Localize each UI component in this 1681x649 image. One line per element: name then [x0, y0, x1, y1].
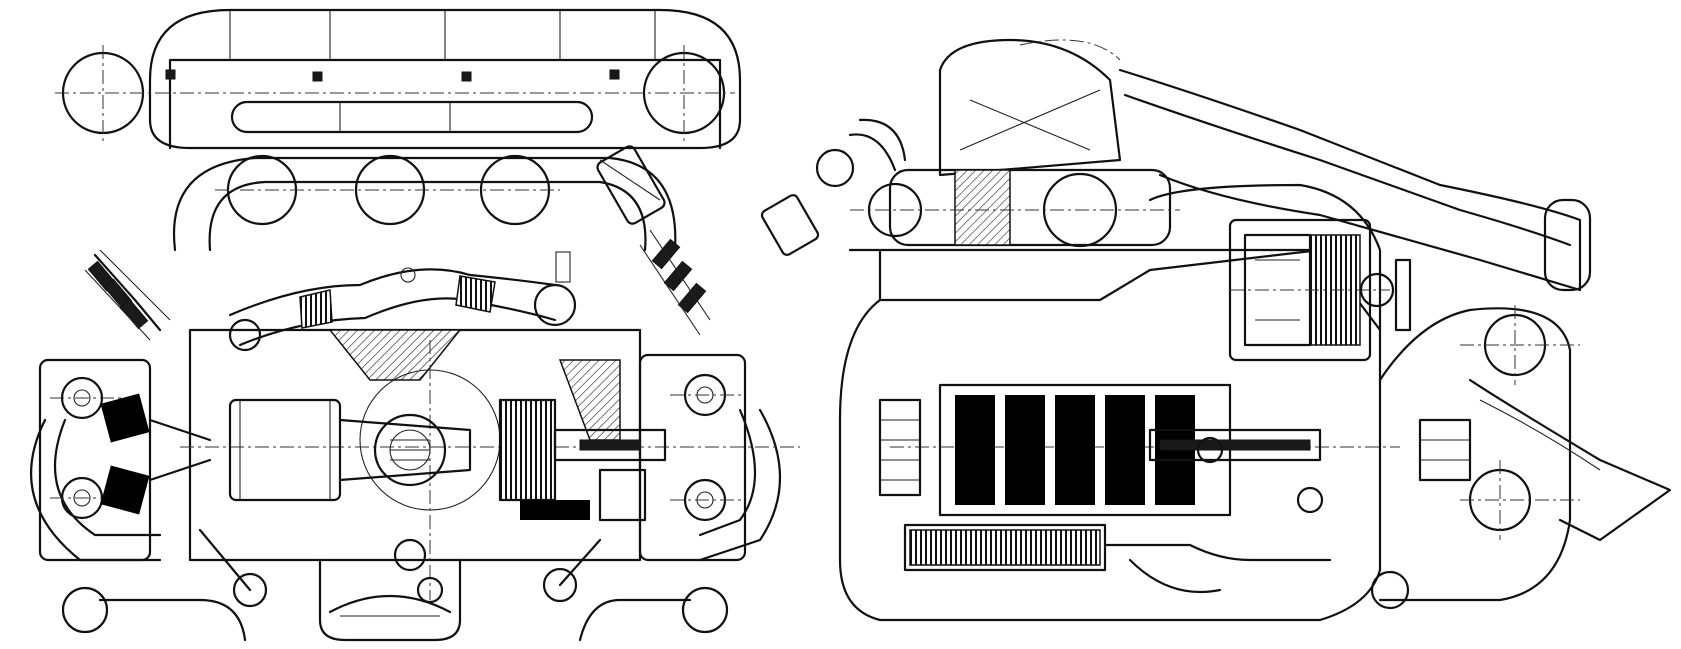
intake-tube	[228, 251, 577, 352]
alternator	[1228, 218, 1412, 362]
air-box	[55, 8, 742, 150]
intake-plenum	[172, 145, 677, 252]
front-section-view	[29, 8, 800, 642]
crankshaft	[890, 383, 1400, 517]
ignition-coil	[596, 145, 666, 225]
fuel-injectors-left	[84, 249, 171, 341]
intake-duct	[938, 38, 1592, 292]
side-section-view	[760, 38, 1672, 622]
cylinder-head-right	[638, 353, 747, 562]
exhaust-left	[29, 418, 247, 642]
oil-pump	[198, 528, 602, 642]
exhaust-right	[578, 408, 781, 642]
bell-housing	[1378, 305, 1672, 602]
fuel-injectors-right	[639, 229, 711, 336]
cylinder-head-left	[38, 358, 212, 562]
crankshaft-nose	[553, 428, 667, 522]
mounting-lugs	[165, 69, 620, 82]
pulley-front	[878, 398, 922, 497]
manifold	[760, 118, 1180, 256]
engine-block	[838, 183, 1382, 622]
crankcase	[180, 328, 800, 600]
piston	[228, 398, 472, 502]
cylinder-fins	[498, 398, 590, 520]
oil-gallery	[903, 486, 1410, 610]
